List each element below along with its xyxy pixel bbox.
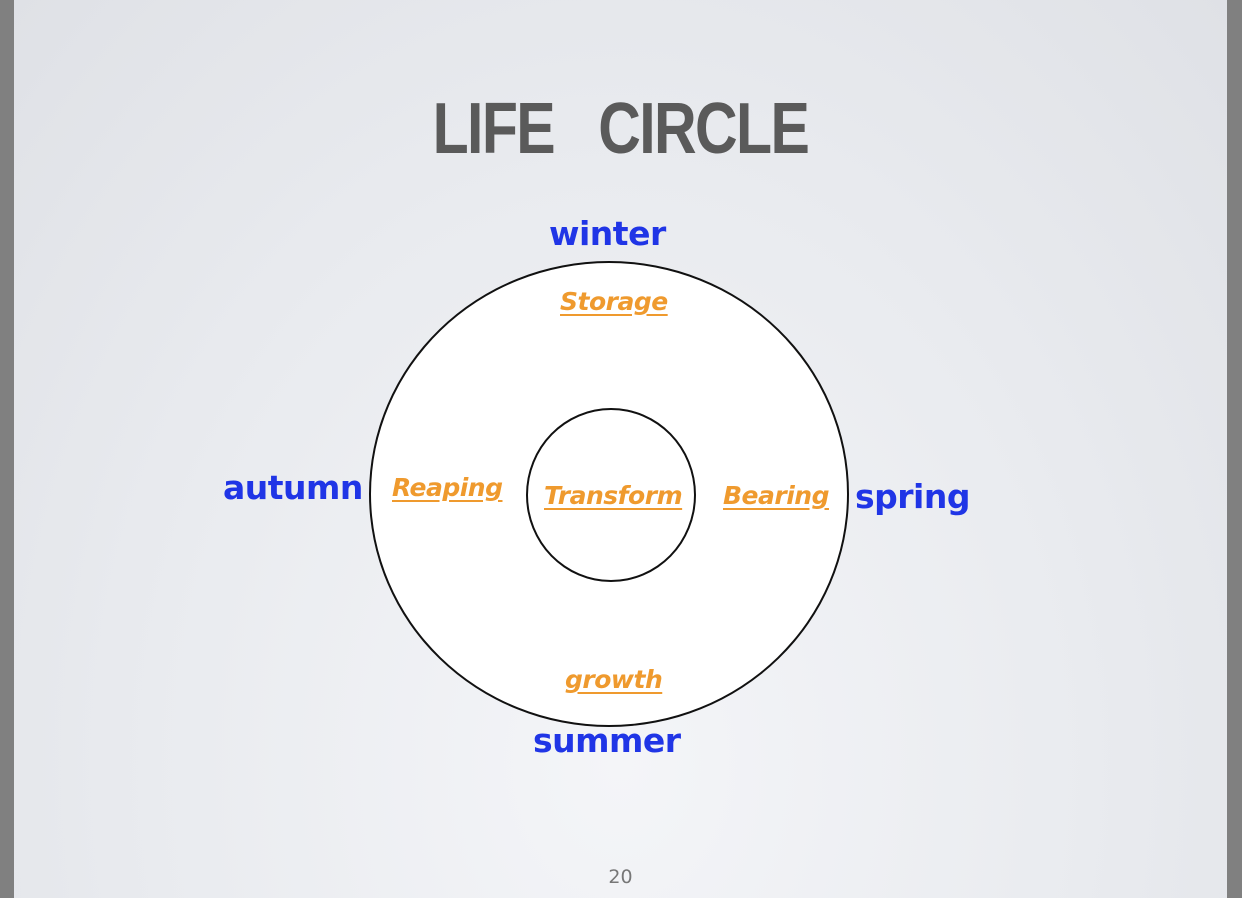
season-label-winter: winter: [549, 214, 666, 253]
season-label-spring: spring: [855, 477, 970, 516]
phase-link-reaping[interactable]: Reaping: [392, 473, 503, 502]
phase-link-transform[interactable]: Transform: [544, 481, 683, 510]
phase-link-storage[interactable]: Storage: [560, 287, 668, 316]
season-label-autumn: autumn: [223, 468, 363, 507]
phase-link-growth[interactable]: growth: [565, 665, 663, 694]
season-label-summer: summer: [533, 721, 681, 760]
page-number: 20: [608, 866, 633, 888]
inner-circle: [526, 408, 696, 582]
slide-title: LIFE CIRCLE: [432, 89, 810, 169]
phase-link-bearing[interactable]: Bearing: [723, 481, 829, 510]
slide: LIFE CIRCLE winter spring summer autumn …: [14, 0, 1227, 898]
